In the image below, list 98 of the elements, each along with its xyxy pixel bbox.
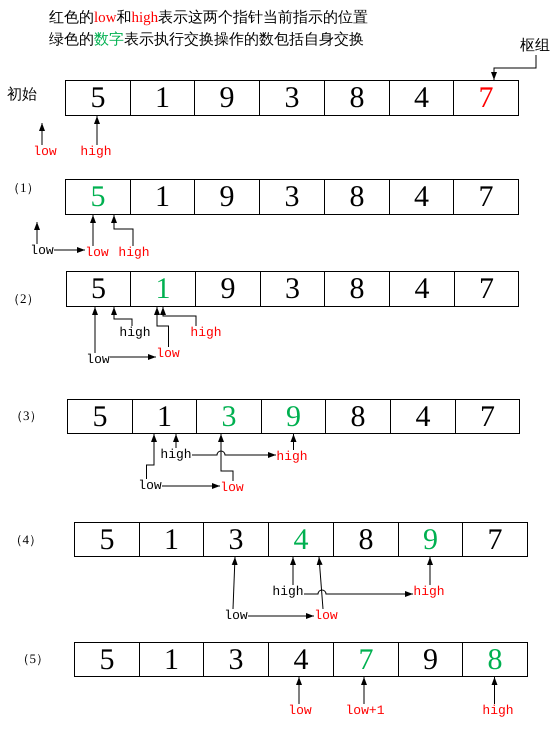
array-cell: 1 [139,642,204,677]
array-cell: 4 [390,399,456,434]
arrow [296,676,302,704]
pointer-label: low [220,481,244,495]
arrow [290,556,296,586]
array-cell: 8 [324,80,390,116]
array-cell: 1 [139,522,204,557]
pointer-label: low [85,246,109,260]
arrow [491,54,536,80]
array-cell: 5 [67,399,133,434]
arrow [492,676,498,704]
arrow [316,556,324,610]
array-cell: 3 [196,399,262,434]
array-cell: 4 [389,271,455,307]
arrow [248,613,314,619]
array-cell: 9 [261,399,326,434]
step-label: （5） [16,651,49,666]
arrow [427,556,433,586]
arrow [39,122,45,146]
arrow [162,483,220,489]
array-cell: 9 [194,80,260,116]
array-cell: 8 [324,271,390,307]
arrow [111,214,134,246]
arrow [111,306,132,326]
array-cell: 3 [259,80,325,116]
arrow [304,590,414,597]
pointer-label: high [276,450,308,464]
arrow [361,676,367,704]
pointer-label: high [272,585,304,599]
pointer-label: high [119,326,151,340]
array-cell: 9 [398,642,463,677]
arrow [173,434,179,448]
pointer-label: low [314,609,338,623]
array-cell: 4 [389,80,454,116]
pointer-label: low+1 [345,704,385,718]
array-cell: 7 [455,399,520,434]
step-label: （4） [10,532,42,547]
pointer-label: high [160,448,192,462]
arrow [218,434,234,482]
array-cell: 7 [454,271,519,307]
arrow [290,434,296,450]
arrow [160,306,196,326]
array-cell: 7 [453,80,519,116]
pointer-label: low [138,479,162,493]
pointer-label: high [118,246,150,260]
array-cell: 5 [65,80,131,116]
note-text: 红色的low和high表示这两个指针当前指示的位置 [49,9,368,27]
arrow [94,116,100,146]
array-cell: 1 [130,179,195,215]
pointer-label: low [156,347,180,361]
pointer-label: low [30,244,54,258]
note-text: 绿色的数字表示执行交换操作的数包括自身交换 [49,31,364,49]
pointer-label: low [33,145,57,159]
arrow [34,222,40,244]
pointer-label: low [224,609,248,623]
arrow [146,434,157,480]
array-cell: 9 [195,271,261,307]
array-cell: 9 [398,522,463,557]
array-cell: 4 [268,642,334,677]
array-cell: 7 [453,179,519,215]
array-cell: 8 [462,642,528,677]
arrow [54,247,86,253]
arrow [192,450,276,458]
array-cell: 9 [194,179,260,215]
array-cell: 4 [268,522,334,557]
arrow [92,306,98,354]
arrow [232,556,238,610]
arrow [154,306,169,348]
step-label: （2） [7,291,40,306]
array-cell: 3 [203,642,269,677]
array-cell: 5 [74,522,140,557]
array-cell: 5 [65,179,131,215]
array-cell: 7 [462,522,528,557]
pointer-label: low [288,704,312,718]
array-cell: 7 [333,642,399,677]
step-label: （3） [10,408,42,423]
callout-label: 枢组 [519,38,551,55]
pointer-label: high [80,145,112,159]
array-cell: 3 [203,522,269,557]
array-cell: 8 [324,179,390,215]
pointer-label: high [413,585,445,599]
pointer-label: high [482,704,514,718]
array-cell: 1 [130,80,195,116]
arrow [110,354,156,360]
pointer-label: low [86,353,110,367]
array-cell: 3 [260,271,325,307]
step-label: 初始 [7,87,37,104]
arrow [90,214,96,246]
step-label: （1） [7,180,40,195]
array-cell: 1 [132,399,197,434]
array-cell: 4 [389,179,454,215]
array-cell: 8 [333,522,399,557]
pointer-label: high [190,326,222,340]
array-cell: 1 [130,271,196,307]
array-cell: 5 [66,271,131,307]
array-cell: 5 [74,642,140,677]
array-cell: 8 [325,399,391,434]
array-cell: 3 [259,179,325,215]
